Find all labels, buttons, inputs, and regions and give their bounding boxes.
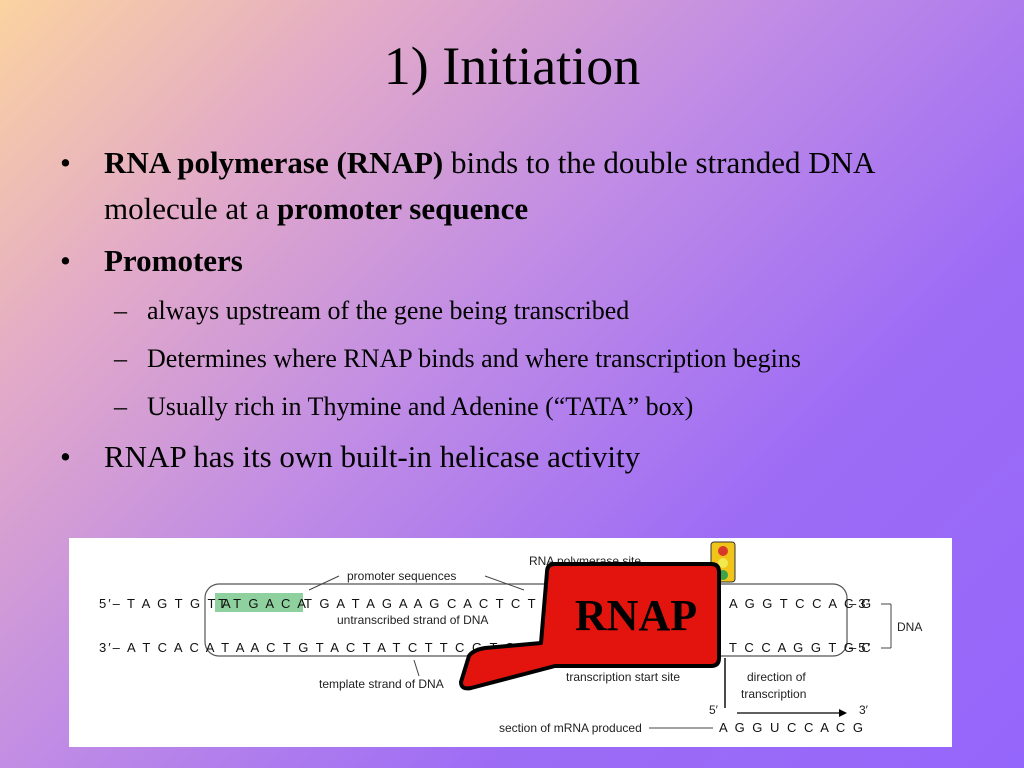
top-strand-left: T A G T G T A xyxy=(127,596,233,611)
top-strand-right: A G G T C C A C G xyxy=(729,596,873,611)
term-promoter-sequence: promoter sequence xyxy=(277,191,529,226)
sub-bullet-text: Usually rich in Thymine and Adenine (“TA… xyxy=(147,392,694,421)
dna-label: DNA xyxy=(897,620,922,634)
direction-label-2: transcription xyxy=(741,687,806,701)
bottom-strand-5-end: –5′ xyxy=(849,640,872,655)
promoter-label: promoter sequences xyxy=(347,569,456,583)
sub-bullet-upstream: – always upstream of the gene being tran… xyxy=(114,290,960,332)
mrna-3-end: 3′ xyxy=(859,703,869,717)
diagram-svg: RNA polymerase site promoter sequences 5… xyxy=(99,541,922,735)
bullet-glyph: • xyxy=(60,145,71,180)
top-strand-middle: T G A T A G A A G C A C T C T A C xyxy=(304,596,569,611)
bullet-glyph: • xyxy=(60,243,71,278)
mrna-5-end: 5′ xyxy=(709,703,719,717)
mrna-sequence: A G G U C C A C G xyxy=(719,720,865,735)
mrna-label: section of mRNA produced xyxy=(499,721,642,735)
promoter-highlight xyxy=(215,593,303,612)
bullet-helicase: • RNAP has its own built-in helicase act… xyxy=(60,434,960,480)
bullet-text: RNAP has its own built-in helicase activ… xyxy=(104,439,641,474)
sub-bullet-text: always upstream of the gene being transc… xyxy=(147,296,630,325)
sub-bullet-determines: – Determines where RNAP binds and where … xyxy=(114,338,960,380)
start-site-label: transcription start site xyxy=(566,670,680,684)
top-strand-3-end: –3′ xyxy=(849,596,872,611)
top-strand-5-end: 5′– xyxy=(99,596,122,611)
term-promoters: Promoters xyxy=(104,243,243,278)
bullet-promoters: • Promoters xyxy=(60,238,960,284)
direction-arrowhead xyxy=(839,709,847,717)
top-strand-promoter: T T G A C A xyxy=(218,596,308,611)
rnap-callout-text: RNAP xyxy=(575,591,697,640)
promoter-pointer xyxy=(484,575,525,591)
dash-glyph: – xyxy=(114,392,127,421)
direction-label-1: direction of xyxy=(747,670,806,684)
sub-bullet-tata: – Usually rich in Thymine and Adenine (“… xyxy=(114,386,960,428)
bottom-strand-right: T C C A G G T G C xyxy=(729,640,873,655)
bottom-strand-3-end: 3′– xyxy=(99,640,122,655)
dash-glyph: – xyxy=(114,344,127,373)
sub-bullet-text: Determines where RNAP binds and where tr… xyxy=(147,344,801,373)
rnap-callout: RNAP xyxy=(459,562,721,691)
promoter-pointer xyxy=(308,575,340,591)
slide-title: 1) Initiation xyxy=(383,36,641,96)
template-strand-label: template strand of DNA xyxy=(319,677,444,691)
bullet-list: • RNA polymerase (RNAP) binds to the dou… xyxy=(60,140,960,486)
dash-glyph: – xyxy=(114,296,127,325)
untranscribed-label: untranscribed strand of DNA xyxy=(337,613,488,627)
bullet-rnap-binds: • RNA polymerase (RNAP) binds to the dou… xyxy=(60,140,960,232)
transcription-diagram: RNA polymerase site promoter sequences 5… xyxy=(69,538,952,747)
template-pointer xyxy=(413,659,420,677)
bullet-text: binds to the double stranded DNA molecul… xyxy=(104,145,874,226)
term-rna-polymerase: RNA polymerase (RNAP) xyxy=(104,145,444,180)
bullet-glyph: • xyxy=(60,439,71,474)
bottom-strand-left: A T C A C A T A A C T G T A C T A T C T … xyxy=(127,640,533,655)
